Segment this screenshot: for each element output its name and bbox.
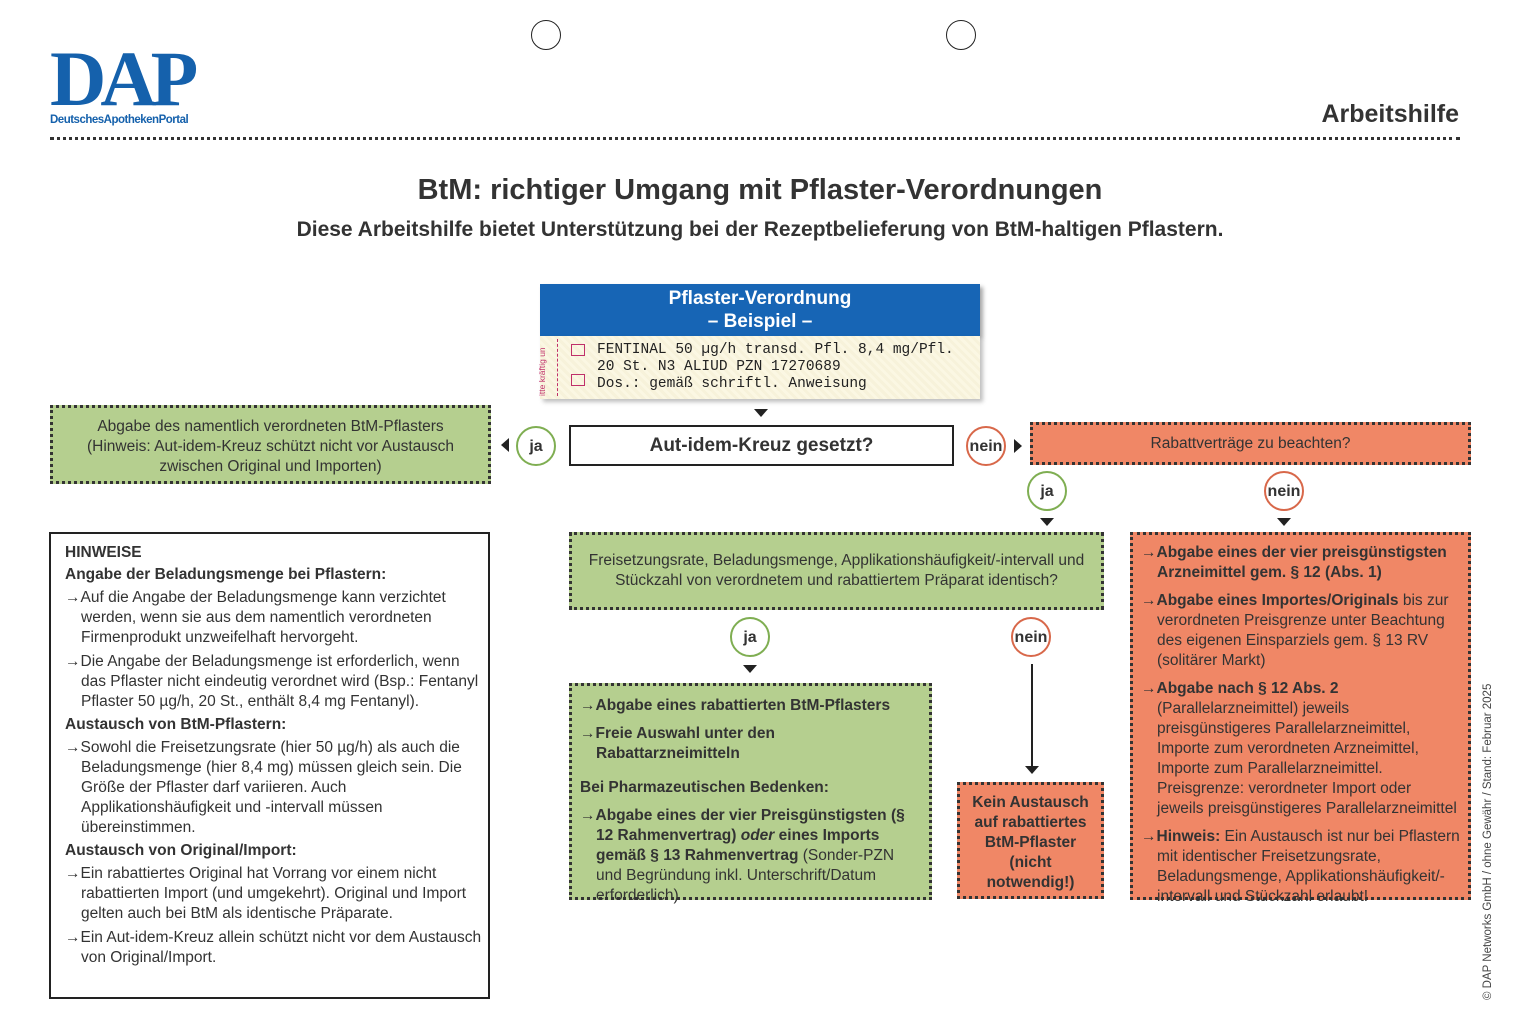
page-subtitle: Diese Arbeitshilfe bietet Unterstützung …	[296, 218, 1224, 241]
prescription-side-text: itte kräftig un	[537, 347, 547, 396]
arrow-down-icon	[754, 409, 768, 417]
arrow-down-icon	[1277, 518, 1291, 526]
header-divider	[50, 137, 1460, 140]
answer-nein-badge: nein	[1011, 617, 1051, 657]
prescription-header: Pflaster-Verordnung – Beispiel –	[540, 284, 980, 336]
arrow-down-icon	[1040, 518, 1054, 526]
answer-nein-badge: nein	[966, 426, 1006, 466]
arrow-left-icon	[501, 438, 509, 452]
list-item: →Abgabe eines der vier preisgünstigsten …	[1141, 544, 1447, 581]
copyright-notice: © DAP Networks GmbH / ohne Gewähr / Stan…	[1482, 683, 1494, 1000]
hints-section-heading: Austausch von BtM-Pflastern:	[65, 716, 287, 733]
hints-section-heading: Angabe der Beladungsmenge bei Pflastern:	[65, 566, 387, 583]
logo: DAP	[50, 35, 198, 122]
question-rabatt: Rabattverträge zu beachten?	[1030, 422, 1471, 465]
hint-item: →Die Angabe der Beladungsmenge ist erfor…	[65, 653, 479, 710]
aut-idem-checkbox	[571, 374, 585, 386]
answer-nein-badge: nein	[1264, 471, 1304, 511]
page-title: BtM: richtiger Umgang mit Pflaster-Veror…	[417, 174, 1103, 206]
list-item: →Abgabe eines rabattierten BtM-Pflasters	[580, 697, 891, 714]
arrow-right-icon	[1014, 439, 1022, 453]
answer-ja-badge: ja	[1027, 471, 1067, 511]
hints-section-heading: Austausch von Original/Import:	[65, 842, 297, 859]
result-named-patch: Abgabe des namentlich verordneten BtM-Pf…	[50, 405, 491, 484]
list-item: →Freie Auswahl unter den Rabattarzneimit…	[580, 725, 775, 762]
answer-ja-badge: ja	[730, 617, 770, 657]
list-item: →Hinweis: Ein Austausch ist nur bei Pfla…	[1141, 828, 1460, 905]
hint-item: →Sowohl die Freisetzungsrate (hier 50 µg…	[65, 739, 462, 836]
question-identical: Freisetzungsrate, Beladungsmenge, Applik…	[569, 532, 1104, 610]
question-aut-idem: Aut-idem-Kreuz gesetzt?	[569, 425, 954, 466]
result-cheapest-options: →Abgabe eines der vier preisgünstigsten …	[1130, 532, 1471, 905]
section-heading: Bei Pharmazeutischen Bedenken:	[580, 779, 829, 796]
list-item: →Abgabe eines Importes/Originals bis zur…	[1141, 592, 1449, 669]
result-no-exchange: Kein Austausch auf rabattiertes BtM-Pfla…	[957, 782, 1104, 899]
punch-hole-right	[946, 20, 976, 50]
arrow-down-icon	[743, 665, 757, 673]
logo-subtitle: DeutschesApothekenPortal	[50, 114, 189, 126]
answer-ja-badge: ja	[516, 426, 556, 466]
hint-item: →Ein Aut-idem-Kreuz allein schützt nicht…	[65, 929, 482, 966]
document-type: Arbeitshilfe	[1321, 100, 1459, 128]
punch-hole-left	[531, 20, 561, 50]
hints-title: HINWEISE	[65, 544, 142, 561]
aut-idem-checkbox	[571, 344, 585, 356]
arrow-down-icon	[1025, 766, 1039, 774]
hint-item: →Auf die Angabe der Beladungsmenge kann …	[65, 589, 446, 646]
list-item: →Abgabe eines der vier Preisgünstigsten …	[580, 807, 905, 904]
prescription-title: Pflaster-Verordnung	[668, 288, 852, 309]
prescription-sample: itte kräftig un FENTINAL 50 µg/h transd.…	[537, 336, 980, 399]
hint-item: →Ein rabattiertes Original hat Vorrang v…	[65, 865, 467, 922]
prescription-example-label: – Beispiel –	[707, 311, 813, 332]
result-rebated-patch: →Abgabe eines rabattierten BtM-Pflasters…	[569, 683, 932, 904]
connector-line	[1031, 664, 1033, 766]
prescription-margin-line	[557, 339, 559, 396]
list-item: →Abgabe nach § 12 Abs. 2 (Parallelarznei…	[1141, 680, 1457, 817]
hints-panel: HINWEISE Angabe der Beladungsmenge bei P…	[49, 532, 490, 999]
prescription-text: FENTINAL 50 µg/h transd. Pfl. 8,4 mg/Pfl…	[597, 342, 954, 392]
